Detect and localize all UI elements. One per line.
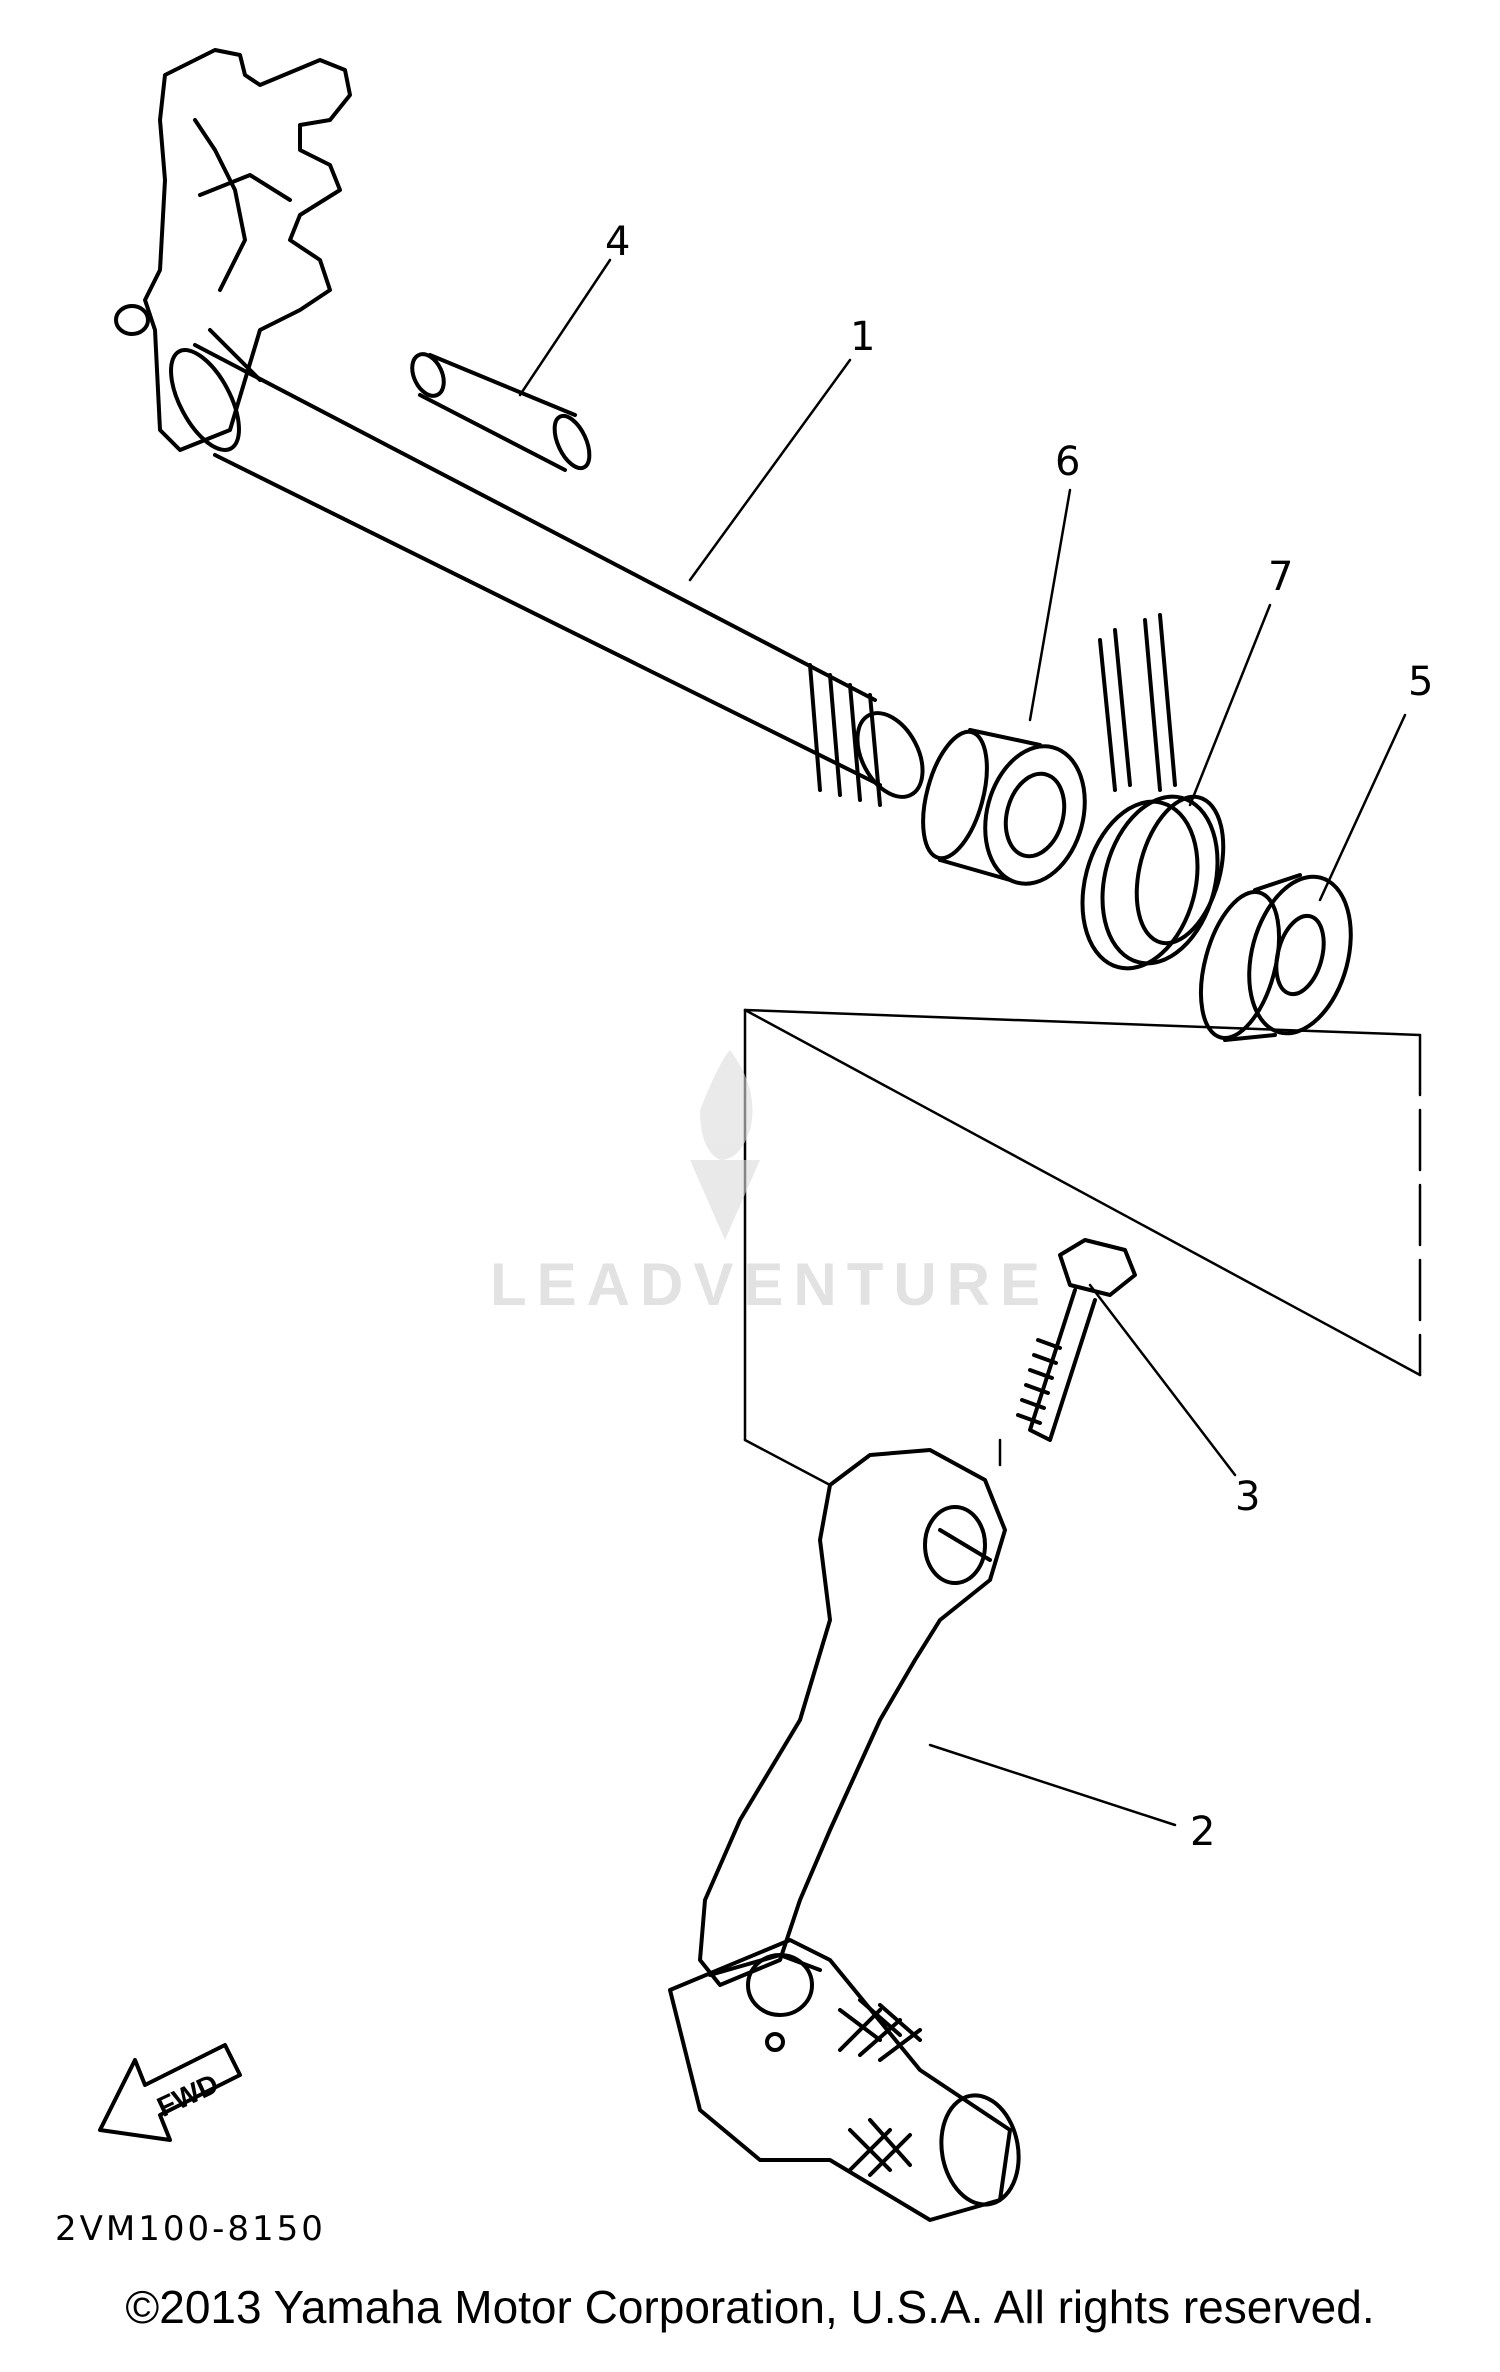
fwd-arrow-icon: FWD xyxy=(98,2043,242,2142)
diagram-code: 2VM100-8150 xyxy=(55,2209,326,2249)
shift-shaft-part-1[interactable] xyxy=(114,48,936,808)
seal-part-5[interactable] xyxy=(1187,865,1367,1046)
assembly-lines xyxy=(743,1008,1422,1487)
callout-7: 7 xyxy=(1268,554,1293,600)
callout-1: 1 xyxy=(850,314,875,360)
bolt-part-3[interactable] xyxy=(1016,1238,1137,1442)
callout-3: 3 xyxy=(1235,1474,1260,1520)
shift-pedal-part-2[interactable] xyxy=(668,1448,1027,2222)
copyright-notice: ©2013 Yamaha Motor Corporation, U.S.A. A… xyxy=(125,2281,1375,2333)
watermark-logo: LEADVENTURE xyxy=(490,1050,1050,1318)
callout-2: 2 xyxy=(1190,1809,1215,1855)
watermark-text: LEADVENTURE xyxy=(490,1251,1050,1318)
callout-5: 5 xyxy=(1408,659,1433,705)
pin-part-4[interactable] xyxy=(406,349,597,473)
callout-4: 4 xyxy=(605,219,630,265)
collar-part-6[interactable] xyxy=(911,725,1099,895)
spring-part-7[interactable] xyxy=(1065,613,1238,981)
leader-lines xyxy=(518,258,1407,1827)
callout-6: 6 xyxy=(1055,439,1080,485)
